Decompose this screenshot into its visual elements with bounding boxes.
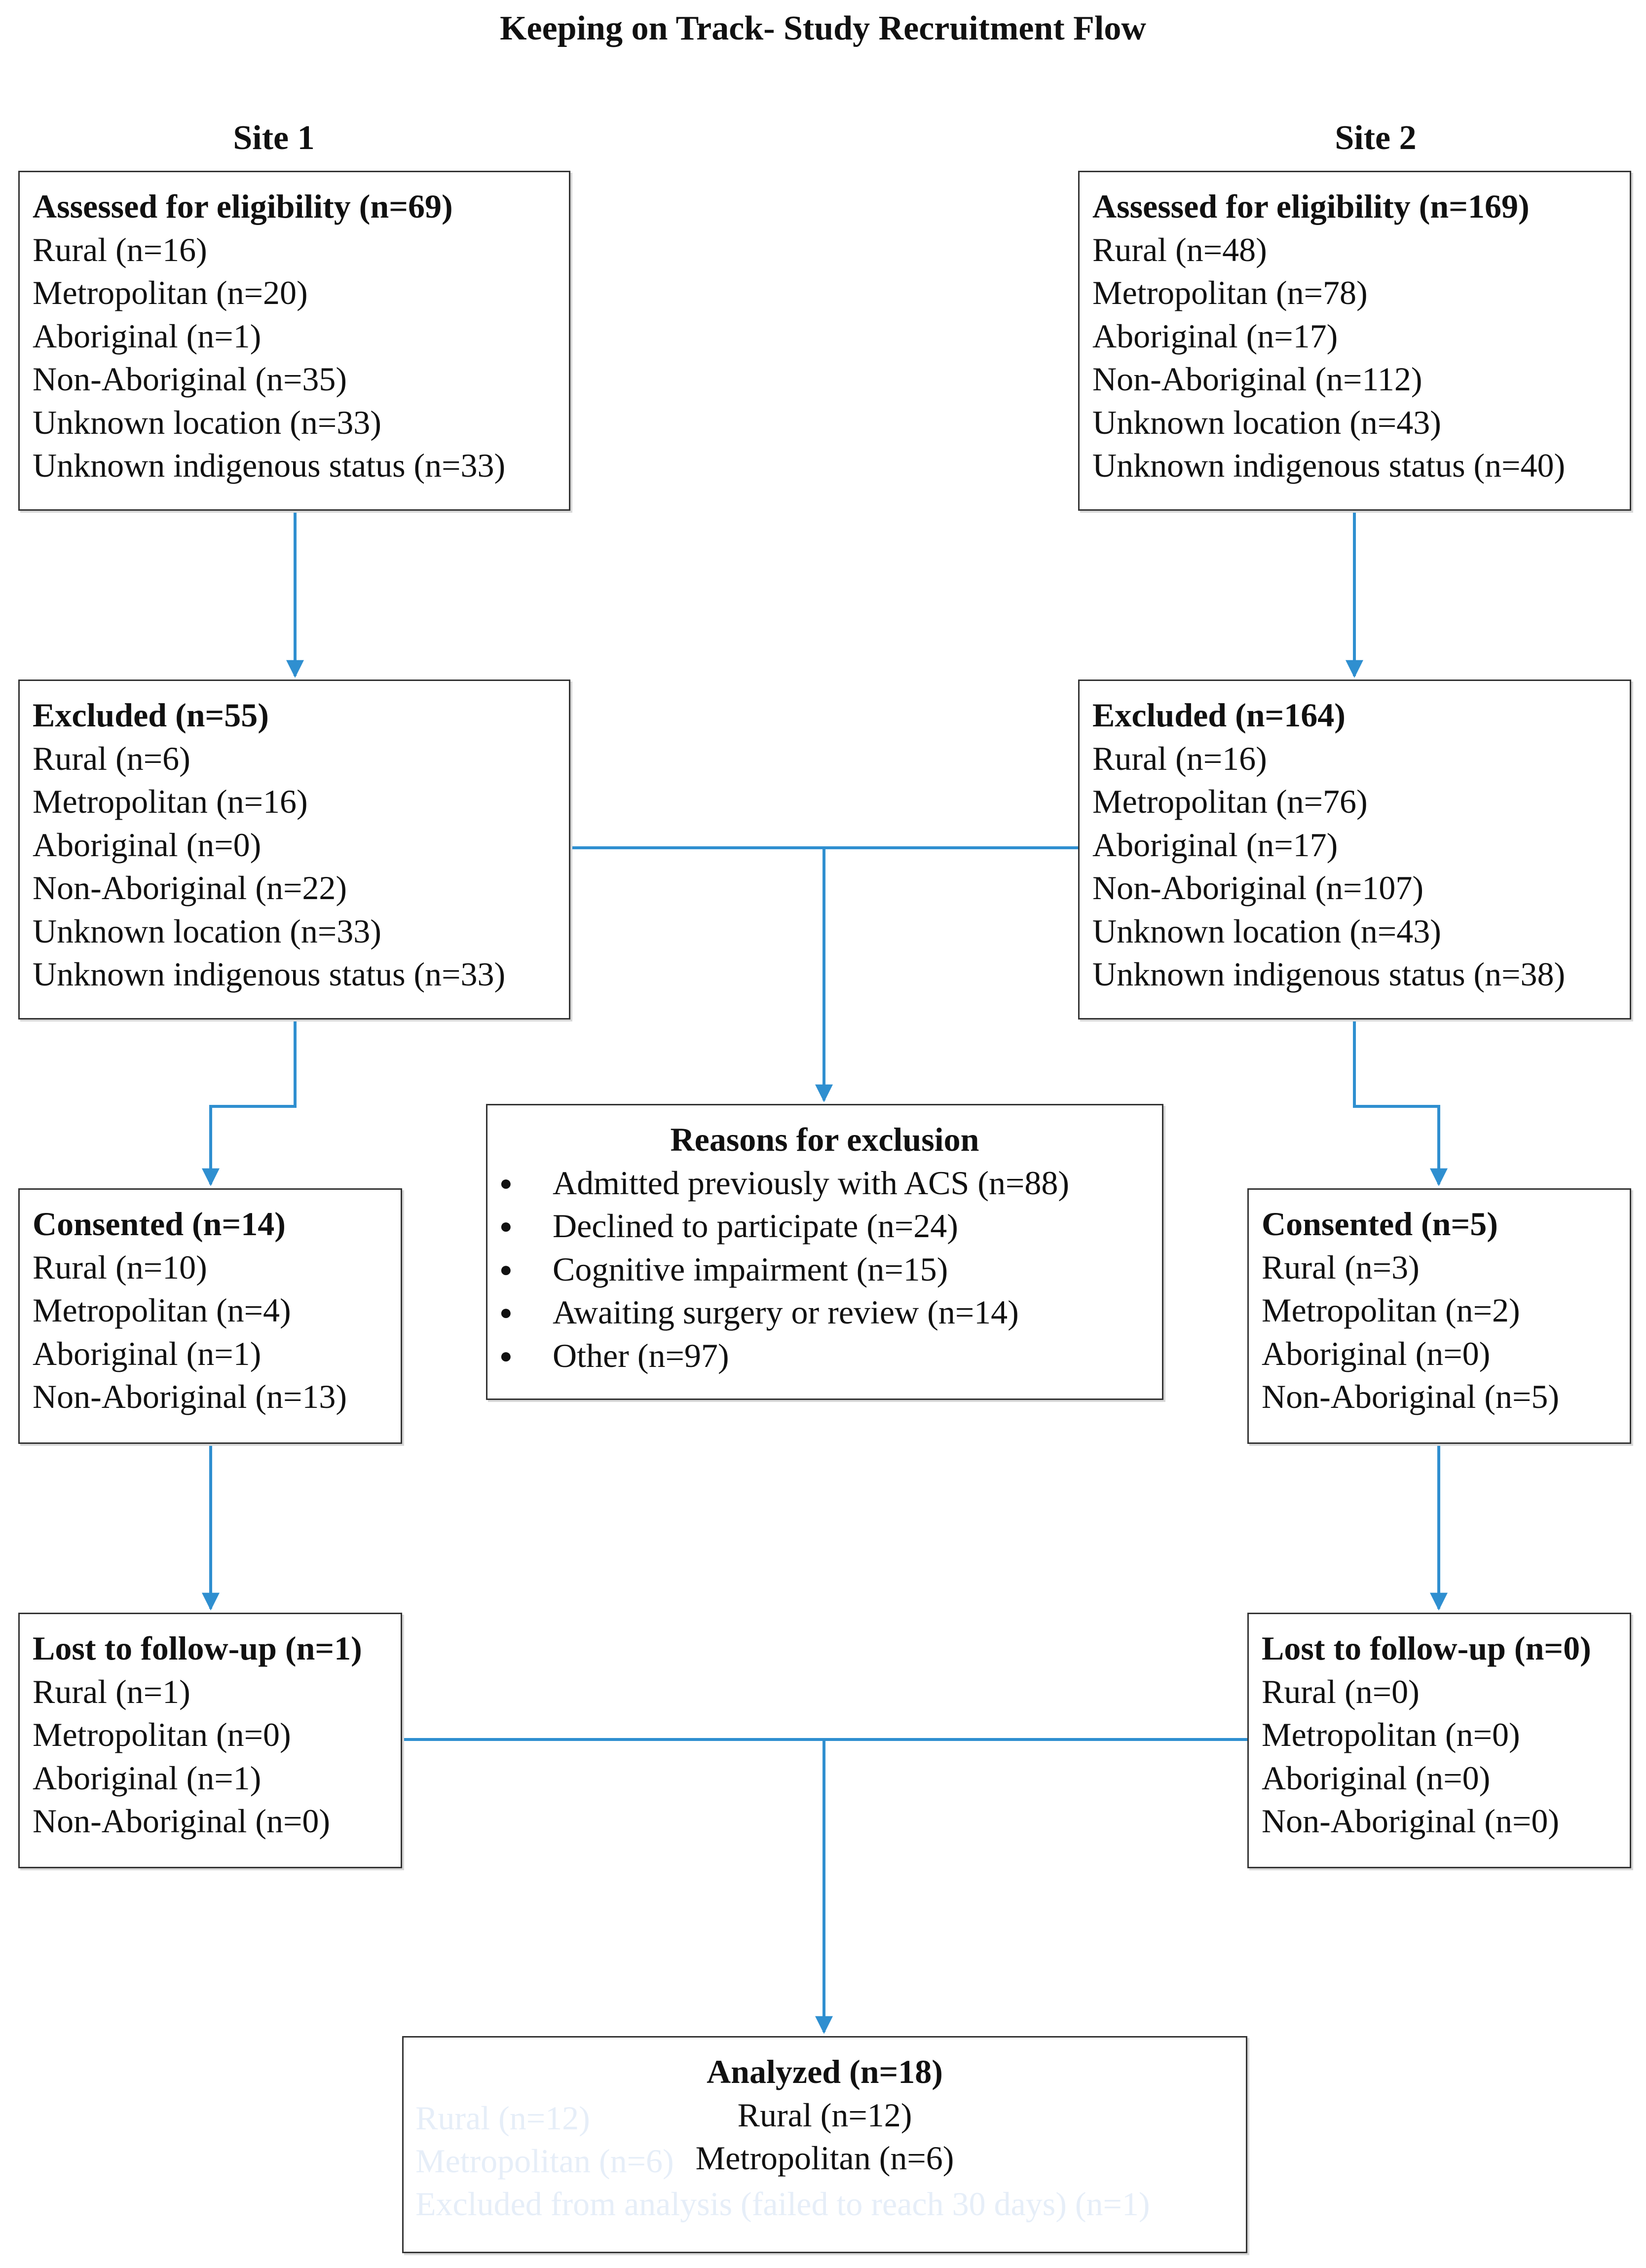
analyzed-rural: Rural (n=12)	[737, 2096, 912, 2134]
site2-lost-rural: Rural (n=0)	[1262, 1672, 1420, 1710]
site2-assessed-non-aboriginal: Non-Aboriginal (n=112)	[1092, 360, 1422, 398]
analyzed-metropolitan: Metropolitan (n=6)	[695, 2139, 954, 2177]
reason-awaiting-surgery: Awaiting surgery or review (n=14)	[487, 1291, 1162, 1334]
site2-assessed-box: Assessed for eligibility (n=169) Rural (…	[1078, 171, 1631, 511]
site2-consented-metropolitan: Metropolitan (n=2)	[1262, 1291, 1520, 1329]
reasons-heading: Reasons for exclusion	[670, 1121, 979, 1158]
site1-assessed-metropolitan: Metropolitan (n=20)	[33, 274, 308, 311]
site1-assessed-unknown-indigenous: Unknown indigenous status (n=33)	[33, 447, 506, 484]
site1-excluded-unknown-indigenous: Unknown indigenous status (n=33)	[33, 955, 506, 993]
site1-assessed-rural: Rural (n=16)	[33, 230, 207, 268]
site1-assessed-aboriginal: Aboriginal (n=1)	[33, 317, 262, 355]
site1-consented-metropolitan: Metropolitan (n=4)	[33, 1291, 291, 1329]
reason-cognitive-impairment: Cognitive impairment (n=15)	[487, 1248, 1162, 1291]
analyzed-ghost-metropolitan: Metropolitan (n=6)	[415, 2142, 674, 2180]
arrow-site2-excluded-to-consented	[1353, 1018, 1448, 1186]
site1-lost-metropolitan: Metropolitan (n=0)	[33, 1716, 291, 1753]
analyzed-box: Rural (n=12) Metropolitan (n=6) Excluded…	[402, 2036, 1247, 2253]
site-2-label: Site 2	[1335, 119, 1417, 157]
site-1-label: Site 1	[233, 119, 315, 157]
site1-consented-box: Consented (n=14) Rural (n=10) Metropolit…	[18, 1188, 402, 1444]
site2-consented-non-aboriginal: Non-Aboriginal (n=5)	[1262, 1378, 1560, 1415]
site2-consented-heading: Consented (n=5)	[1262, 1205, 1498, 1243]
site2-excluded-rural: Rural (n=16)	[1092, 739, 1267, 777]
reason-admitted-previously: Admitted previously with ACS (n=88)	[487, 1162, 1162, 1205]
site2-excluded-aboriginal: Aboriginal (n=17)	[1092, 826, 1338, 864]
reason-other: Other (n=97)	[487, 1334, 1162, 1378]
site1-consented-rural: Rural (n=10)	[33, 1248, 207, 1286]
site2-consented-rural: Rural (n=3)	[1262, 1248, 1420, 1286]
diagram-title: Keeping on Track- Study Recruitment Flow	[500, 9, 1146, 47]
site1-assessed-box: Assessed for eligibility (n=69) Rural (n…	[18, 171, 570, 511]
site1-assessed-non-aboriginal: Non-Aboriginal (n=35)	[33, 360, 347, 398]
site2-excluded-non-aboriginal: Non-Aboriginal (n=107)	[1092, 869, 1424, 907]
site2-lost-aboriginal: Aboriginal (n=0)	[1262, 1759, 1491, 1797]
site1-excluded-unknown-location: Unknown location (n=33)	[33, 912, 381, 950]
site2-consented-box: Consented (n=5) Rural (n=3) Metropolitan…	[1247, 1188, 1631, 1444]
site1-consented-aboriginal: Aboriginal (n=1)	[33, 1334, 262, 1372]
site2-excluded-box: Excluded (n=164) Rural (n=16) Metropolit…	[1078, 680, 1631, 1020]
site2-excluded-unknown-indigenous: Unknown indigenous status (n=38)	[1092, 955, 1566, 993]
analyzed-ghost-excluded: Excluded from analysis (failed to reach …	[415, 2185, 1150, 2223]
site1-lost-rural: Rural (n=1)	[33, 1672, 190, 1710]
site2-excluded-unknown-location: Unknown location (n=43)	[1092, 912, 1441, 950]
site1-lost-box: Lost to follow-up (n=1) Rural (n=1) Metr…	[18, 1613, 402, 1868]
site1-excluded-non-aboriginal: Non-Aboriginal (n=22)	[33, 869, 347, 907]
site2-excluded-heading: Excluded (n=164)	[1092, 696, 1346, 734]
reasons-box: Reasons for exclusion Admitted previousl…	[486, 1104, 1163, 1400]
site1-excluded-aboriginal: Aboriginal (n=0)	[33, 826, 262, 864]
site1-assessed-unknown-location: Unknown location (n=33)	[33, 403, 381, 441]
analyzed-ghost-rural: Rural (n=12)	[415, 2099, 590, 2137]
site1-excluded-metropolitan: Metropolitan (n=16)	[33, 783, 308, 820]
site1-consented-non-aboriginal: Non-Aboriginal (n=13)	[33, 1378, 347, 1415]
site2-lost-box: Lost to follow-up (n=0) Rural (n=0) Metr…	[1247, 1613, 1631, 1868]
site1-lost-aboriginal: Aboriginal (n=1)	[33, 1759, 262, 1797]
site2-assessed-heading: Assessed for eligibility (n=169)	[1092, 188, 1530, 225]
site2-assessed-metropolitan: Metropolitan (n=78)	[1092, 274, 1368, 311]
site2-assessed-aboriginal: Aboriginal (n=17)	[1092, 317, 1338, 355]
site1-assessed-heading: Assessed for eligibility (n=69)	[33, 188, 453, 225]
reasons-list: Admitted previously with ACS (n=88) Decl…	[487, 1162, 1162, 1378]
site1-lost-heading: Lost to follow-up (n=1)	[33, 1629, 362, 1667]
site2-assessed-unknown-indigenous: Unknown indigenous status (n=40)	[1092, 447, 1566, 484]
site2-excluded-metropolitan: Metropolitan (n=76)	[1092, 783, 1368, 820]
analyzed-heading: Analyzed (n=18)	[707, 2053, 943, 2090]
site2-lost-heading: Lost to follow-up (n=0)	[1262, 1629, 1591, 1667]
site1-consented-heading: Consented (n=14)	[33, 1205, 286, 1243]
site1-excluded-rural: Rural (n=6)	[33, 739, 190, 777]
arrow-site1-excluded-to-consented	[202, 1018, 297, 1186]
reason-declined: Declined to participate (n=24)	[487, 1205, 1162, 1248]
site1-lost-non-aboriginal: Non-Aboriginal (n=0)	[33, 1802, 331, 1840]
site1-excluded-heading: Excluded (n=55)	[33, 696, 269, 734]
site2-lost-non-aboriginal: Non-Aboriginal (n=0)	[1262, 1802, 1560, 1840]
site2-assessed-rural: Rural (n=48)	[1092, 230, 1267, 268]
site2-consented-aboriginal: Aboriginal (n=0)	[1262, 1334, 1491, 1372]
site2-lost-metropolitan: Metropolitan (n=0)	[1262, 1716, 1520, 1753]
site1-excluded-box: Excluded (n=55) Rural (n=6) Metropolitan…	[18, 680, 570, 1020]
site2-assessed-unknown-location: Unknown location (n=43)	[1092, 403, 1441, 441]
